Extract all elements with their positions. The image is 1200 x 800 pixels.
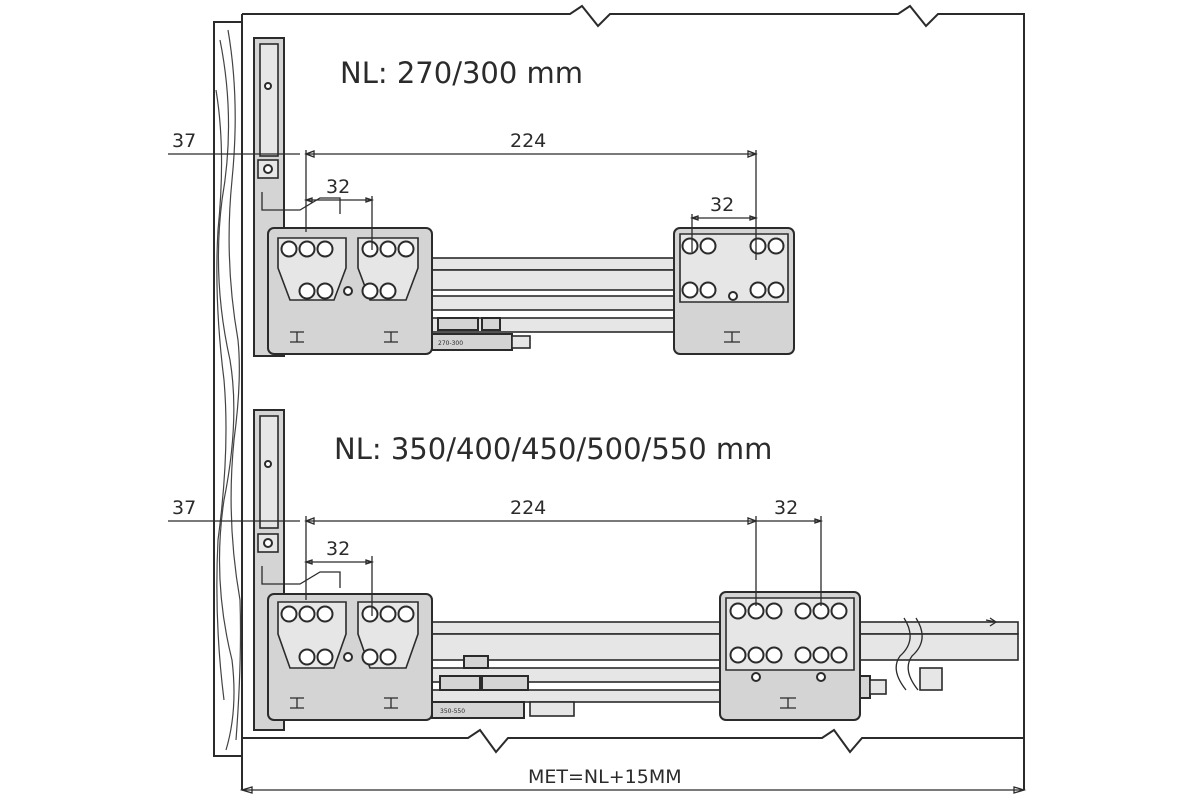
bottom-front-mount-bracket <box>253 409 341 731</box>
bottom-rear-slot <box>780 697 796 709</box>
bottom-front-slot-left <box>290 697 304 709</box>
top-heading: NL: 270/300 mm <box>340 56 583 90</box>
top-front-plate <box>267 227 433 355</box>
top-rear-slot <box>724 331 740 343</box>
bottom-assembly: NL: 350/400/450/500/550 mm 350-550 <box>168 409 1019 731</box>
bottom-dim-32-front: 32 <box>326 538 350 560</box>
bottom-dim-224: 224 <box>510 497 546 519</box>
top-assembly: NL: 270/300 mm 270-300 <box>168 37 795 357</box>
bottom-rear-plate <box>719 591 861 721</box>
cabinet-side-wall <box>213 21 243 757</box>
bottom-heading: NL: 350/400/450/500/550 mm <box>334 432 772 466</box>
top-front-slot-left <box>290 331 304 343</box>
bottom-rail-marking: 350-550 <box>440 708 465 715</box>
top-front-slot-right <box>384 331 398 343</box>
bottom-front-plate <box>267 593 433 721</box>
bottom-dimension-lines: 37 224 32 32 <box>168 497 824 616</box>
bottom-rear-plate-holes <box>729 602 848 682</box>
bottom-dim-37: 37 <box>172 497 196 519</box>
overall-dimension-label: MET=NL+15MM <box>528 766 682 788</box>
top-rear-plate <box>673 227 795 355</box>
top-dim-32-front: 32 <box>326 176 350 198</box>
top-rear-plate-holes <box>681 237 785 301</box>
top-rail: 270-300 <box>429 257 679 351</box>
top-dimension-lines: 37 224 32 32 <box>168 130 759 260</box>
bottom-dim-32-rear: 32 <box>774 497 798 519</box>
top-dim-37: 37 <box>172 130 196 152</box>
overall-dimension: MET=NL+15MM <box>239 766 1027 794</box>
top-rail-marking: 270-300 <box>438 340 463 347</box>
top-dim-224: 224 <box>510 130 546 152</box>
bottom-front-slot-right <box>384 697 398 709</box>
bottom-front-plate-holes <box>280 605 415 666</box>
top-dim-32-rear: 32 <box>710 194 734 216</box>
top-front-plate-holes <box>280 240 415 300</box>
